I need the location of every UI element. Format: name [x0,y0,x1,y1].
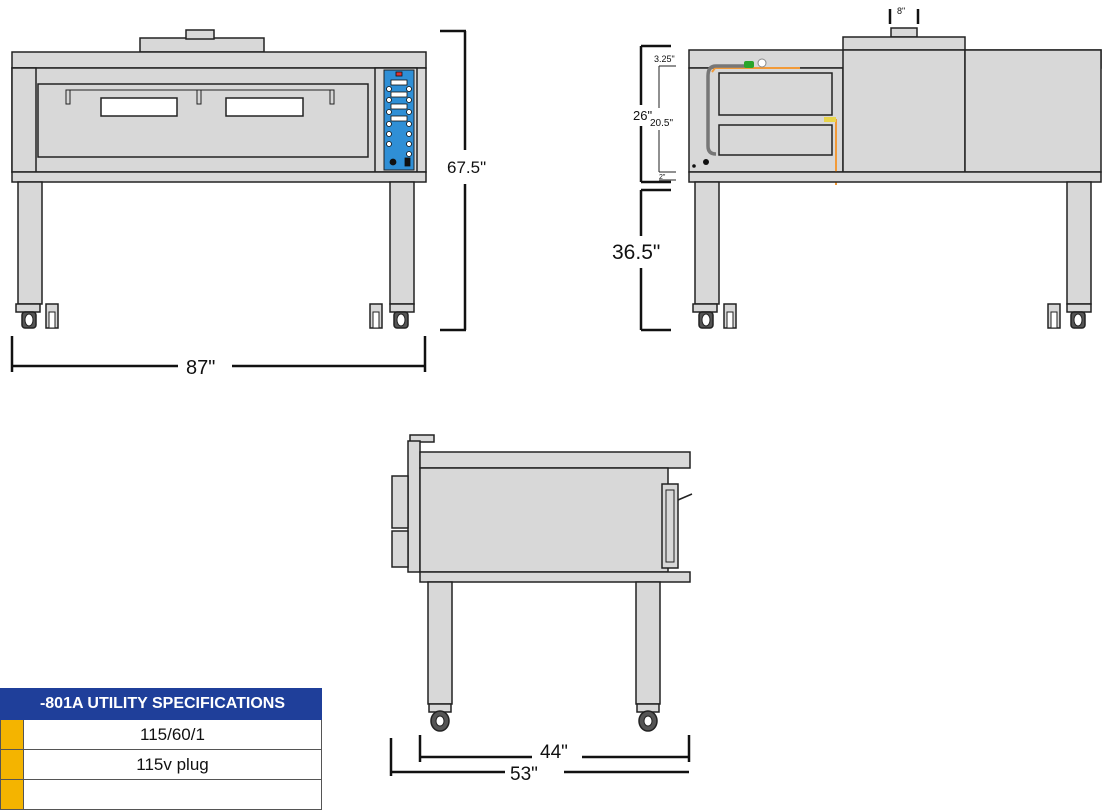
table-row: 115/60/1 [0,719,322,750]
side-flue-dimension [888,9,920,24]
side-leg-right [1066,181,1092,305]
side-deck-lower [718,124,833,156]
spec-row-value [23,779,322,810]
side-deck-upper [718,72,833,116]
depth-dimension-53 [389,738,689,776]
front-flue-cap [185,29,215,40]
depth-bottom-rail [419,571,691,583]
label-side-bottom-gap: 2" [659,174,666,181]
spec-row-value: 115/60/1 [23,719,322,750]
front-window-left [100,97,178,117]
front-caster-right [369,303,415,329]
table-row: 115v plug [0,749,322,780]
side-caster-right [1047,303,1092,329]
label-side-leg-height: 36.5" [612,241,660,264]
side-leg-left [694,181,720,305]
front-leg-left [17,181,43,305]
side-bottom-rail [688,171,1102,183]
label-side-oven-height: 26" [633,108,652,123]
front-height-dimension [440,29,467,332]
front-top-rail [11,51,427,69]
side-caster-left [692,303,737,329]
front-side-left [11,67,37,173]
depth-view [389,434,693,776]
front-width-dimension [10,336,427,372]
front-window-right [225,97,304,117]
label-rear-depth-outer: 53" [510,764,538,785]
front-flue-box [139,37,265,53]
oven-drawing: 67.5" 87" 8" 3.25" 26" 20.5" 2" 36.5" 44… [10,6,1102,785]
side-connector-1 [703,159,709,165]
depth-handle [677,493,693,501]
depth-leg-left [427,581,453,705]
spec-row-value: 115v plug [23,749,322,780]
spec-table-title: -801A UTILITY SPECIFICATIONS [0,688,322,720]
side-connector-2 [692,164,696,168]
front-view [10,29,467,372]
depth-dimension-44 [418,735,691,762]
front-door [37,83,369,158]
depth-leg-right [635,581,661,705]
depth-box-lower [391,530,409,568]
label-front-height: 67.5" [447,158,486,177]
side-flue-cap [890,27,918,38]
depth-flue-stack [407,440,421,573]
depth-box-upper [391,475,409,529]
utility-spec-table: -801A UTILITY SPECIFICATIONS 115/60/1 11… [0,688,322,810]
spec-row-label [0,719,24,750]
front-handle-post-3 [329,89,335,105]
front-caster-left [15,303,59,329]
front-bottom-rail [11,171,427,183]
side-body-right [964,49,1102,173]
depth-door-edge-inner [665,489,675,563]
depth-caster-left [428,703,452,732]
front-leg-right [389,181,415,305]
front-handle-post-2 [196,89,202,105]
label-rear-depth-inner: 44" [540,742,568,763]
table-row [0,779,322,810]
side-view [639,9,1102,332]
side-flue-mid [842,49,966,173]
spec-table-header-row: -801A UTILITY SPECIFICATIONS [0,688,322,720]
front-handle-post-1 [65,89,71,105]
label-side-flue: 8" [897,6,905,16]
side-gas-line [711,67,800,73]
label-side-top-clearance: 3.25" [654,54,675,64]
depth-caster-right [636,703,660,732]
depth-flue-cap [409,434,435,443]
side-valve-knob [757,58,767,68]
spec-row-label [0,749,24,780]
side-vertical-dimensions [639,44,676,332]
control-panel-details [386,71,412,167]
spec-row-label [0,779,24,810]
depth-body [419,467,669,573]
label-side-deck-height: 20.5" [650,118,673,129]
side-valve [744,61,754,68]
side-hose [706,64,745,156]
depth-top-rail [419,451,691,469]
label-front-width: 87" [186,357,215,379]
side-gas-fitting [824,117,836,122]
